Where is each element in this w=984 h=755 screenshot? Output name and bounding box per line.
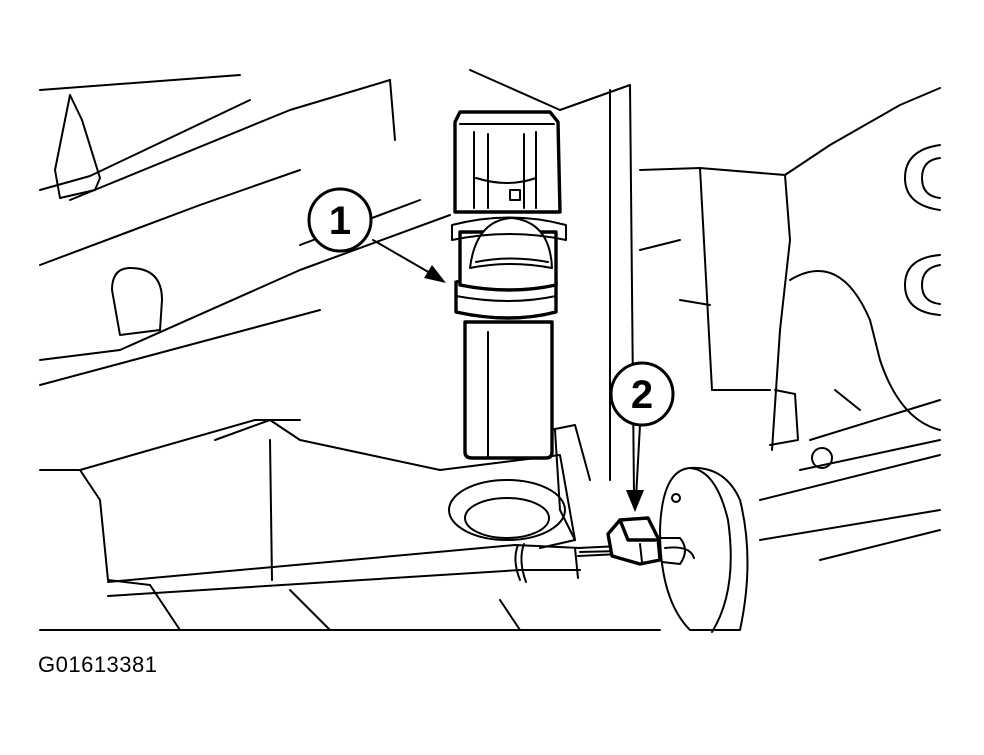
callout-1-circle — [307, 187, 373, 253]
callout-1: 1 — [307, 187, 373, 253]
callout-2-circle — [609, 361, 675, 427]
callout-1-number: 1 — [329, 199, 351, 243]
arrowhead-2 — [626, 490, 644, 512]
figure-code: G01613381 — [38, 652, 158, 677]
arrowhead-1 — [424, 265, 446, 283]
housing-line-art — [39, 69, 941, 631]
tone-ring — [659, 466, 749, 633]
callout-2-number: 2 — [631, 373, 653, 417]
harness-tube — [107, 543, 581, 597]
sensor — [451, 110, 567, 460]
retaining-clip — [577, 516, 686, 566]
callout-2: 2 — [609, 361, 675, 427]
sensor-bore — [439, 454, 576, 549]
callout-leaders — [372, 239, 644, 512]
